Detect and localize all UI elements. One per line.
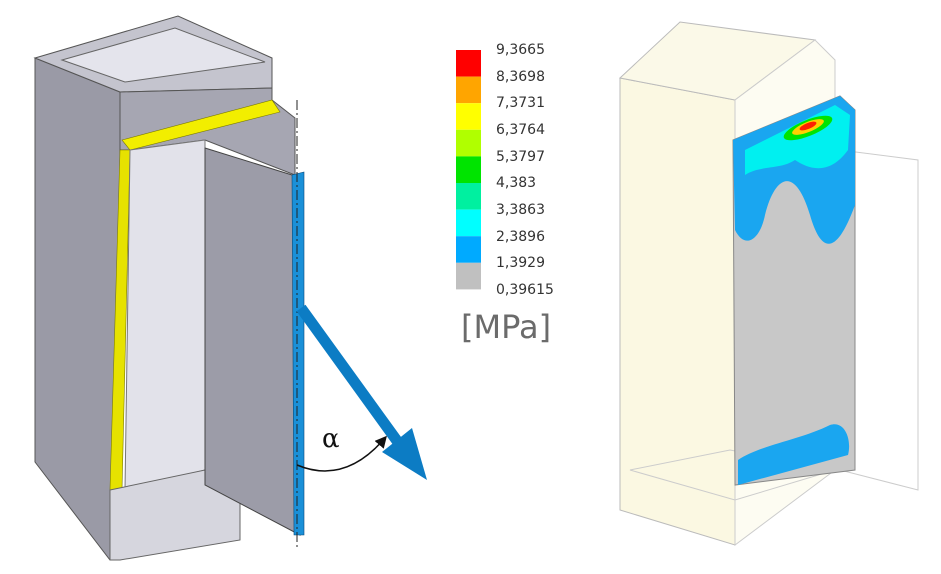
cavity-interior (124, 139, 206, 491)
force-arrow (296, 304, 427, 480)
legend-label: 0,39615 (496, 281, 554, 298)
legend-swatch (456, 209, 481, 237)
box-model-right (618, 21, 919, 546)
legend-label: 7,3731 (496, 95, 545, 112)
legend-swatch (456, 156, 481, 183)
stress-zone-bottom (738, 424, 850, 485)
legend-label: 4,383 (496, 175, 537, 192)
legend-label: 8,3698 (496, 68, 545, 85)
left-face (34, 57, 121, 561)
legend-label: 9,3665 (496, 42, 545, 58)
legend-label: 1,3929 (496, 255, 545, 272)
legend-swatch (456, 183, 481, 210)
angle-label: α (322, 424, 340, 454)
legend-label: 2,3896 (496, 228, 545, 245)
color-legend-bar (456, 50, 481, 290)
legend-swatch (456, 103, 481, 130)
legend-swatch (456, 76, 481, 104)
legend-label: 5,3797 (496, 148, 545, 165)
legend-swatch (456, 262, 481, 290)
door-edge-stress (291, 171, 305, 536)
legend-swatch (456, 236, 481, 263)
door-panel (204, 147, 301, 536)
stress-peak (799, 121, 817, 131)
legend-label: 6,3764 (496, 121, 545, 138)
box-model-left (33, 15, 305, 561)
top-opening (60, 27, 266, 83)
legend-swatch (456, 129, 481, 157)
angle-arc (296, 435, 387, 472)
transparent-left-face (619, 77, 736, 546)
legend-swatch (456, 50, 481, 77)
legend-unit: [MPa] (461, 308, 552, 346)
weld-top (121, 99, 281, 151)
legend-label: 3,3863 (496, 201, 545, 218)
